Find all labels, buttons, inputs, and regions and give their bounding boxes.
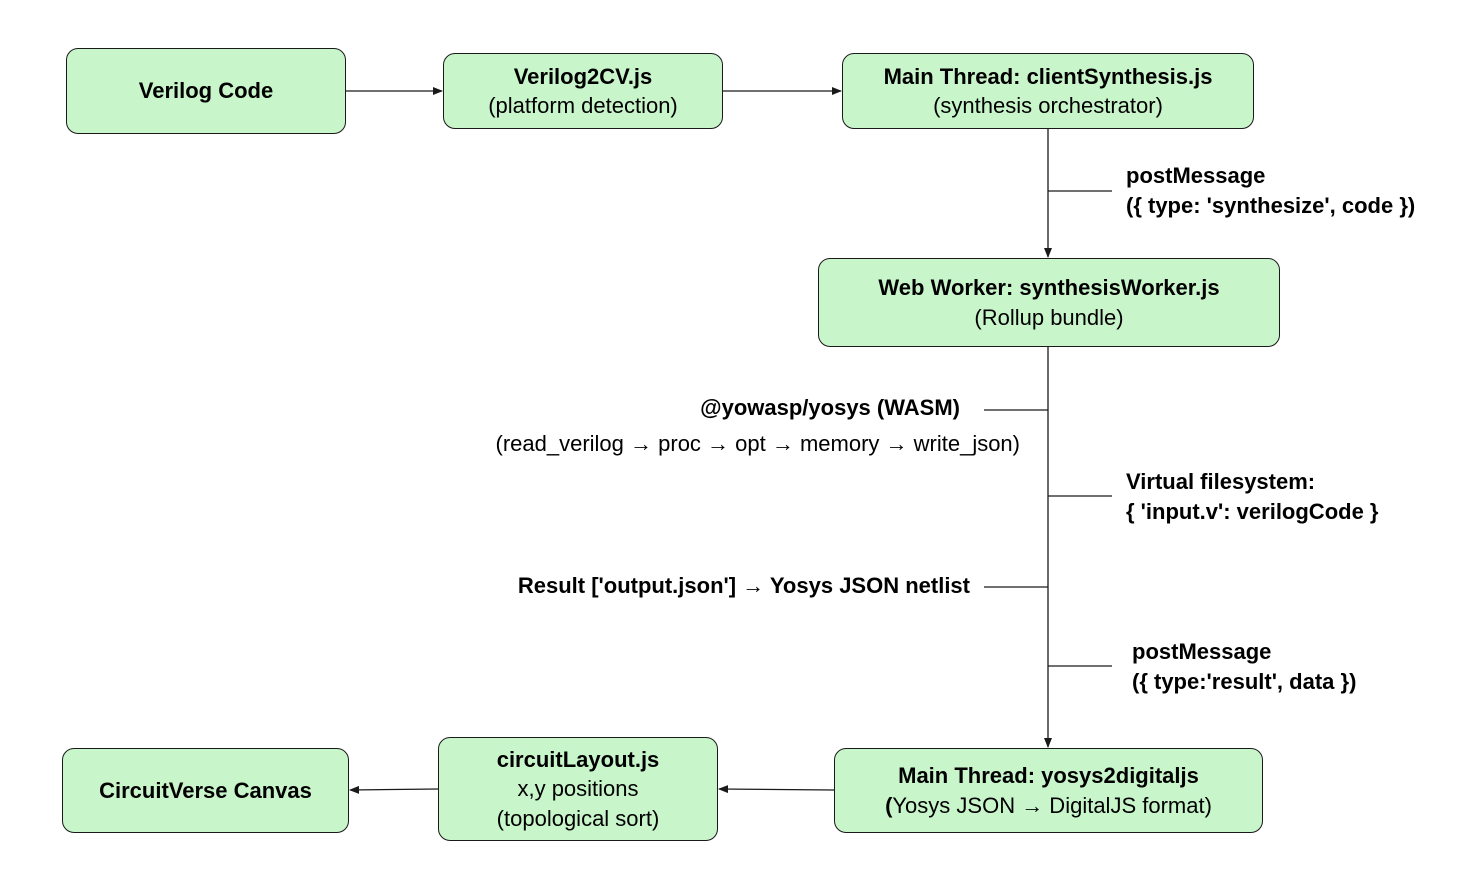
verilog-code-title: Verilog Code (138, 78, 274, 104)
circuitverse-canvas-node: CircuitVerse Canvas (62, 748, 349, 833)
post-message-result-annotation: postMessage ({ type:'result', data }) (1132, 637, 1356, 697)
circuit-layout-line3: (topological sort) (496, 805, 660, 831)
circuit-layout-line2: x,y positions (517, 776, 639, 802)
main-thread-yosys2digitaljs-node: Main Thread: yosys2digitaljs (Yosys JSON… (834, 748, 1263, 833)
verilog2cv-subtitle: (platform detection) (488, 93, 678, 118)
subtitle-open-paren: ( (885, 792, 893, 818)
yowasp-yosys-annotation-title: @yowasp/yosys (WASM) (700, 393, 960, 423)
verilog2cv-title: Verilog2CV.js (513, 63, 653, 89)
virtual-filesystem-line2: { 'input.v': verilogCode } (1126, 499, 1379, 524)
result-output-line1: Result ['output.json'] → Yosys JSON netl… (517, 573, 970, 598)
yowasp-yosys-annotation-pipeline: (read_verilog → proc → opt → memory → wr… (496, 429, 1021, 459)
main-thread-yosys2digitaljs-subtitle: (Yosys JSON → DigitalJS format) (885, 791, 1212, 820)
virtual-filesystem-annotation: Virtual filesystem: { 'input.v': verilog… (1126, 467, 1378, 527)
post-message-result-line2: ({ type:'result', data }) (1132, 669, 1357, 694)
subtitle-text: Yosys JSON → DigitalJS format) (892, 792, 1212, 818)
circuitverse-canvas-title: CircuitVerse Canvas (99, 777, 312, 803)
web-worker-node: Web Worker: synthesisWorker.js (Rollup b… (818, 258, 1280, 347)
main-thread-synthesis-subtitle: (synthesis orchestrator) (933, 93, 1163, 118)
yowasp-yosys-line2: (read_verilog → proc → opt → memory → wr… (495, 431, 1021, 456)
arrow-main-yosys-to-circuit-layout (718, 785, 835, 794)
yowasp-yosys-line1: @yowasp/yosys (WASM) (700, 395, 960, 420)
post-message-synthesize-line1: postMessage (1126, 163, 1266, 188)
result-output-annotation: Result ['output.json'] → Yosys JSON netl… (518, 571, 970, 601)
circuit-layout-title: circuitLayout.js (496, 747, 660, 773)
verilog2cv-node: Verilog2CV.js (platform detection) (443, 53, 723, 129)
main-thread-synthesis-node: Main Thread: clientSynthesis.js (synthes… (842, 53, 1254, 129)
post-message-synthesize-line2: ({ type: 'synthesize', code }) (1126, 193, 1416, 218)
virtual-filesystem-line1: Virtual filesystem: (1126, 469, 1316, 494)
verilog-code-node: Verilog Code (66, 48, 346, 134)
web-worker-subtitle: (Rollup bundle) (974, 304, 1124, 330)
web-worker-title: Web Worker: synthesisWorker.js (878, 275, 1220, 301)
arrow-circuit-layout-to-circuitverse (349, 785, 439, 794)
main-thread-yosys2digitaljs-title: Main Thread: yosys2digitaljs (898, 763, 1199, 789)
post-message-result-line1: postMessage (1132, 639, 1272, 664)
circuit-layout-node: circuitLayout.js x,y positions (topologi… (438, 737, 718, 841)
post-message-synthesize-annotation: postMessage ({ type: 'synthesize', code … (1126, 161, 1415, 221)
main-thread-synthesis-title: Main Thread: clientSynthesis.js (883, 63, 1213, 89)
